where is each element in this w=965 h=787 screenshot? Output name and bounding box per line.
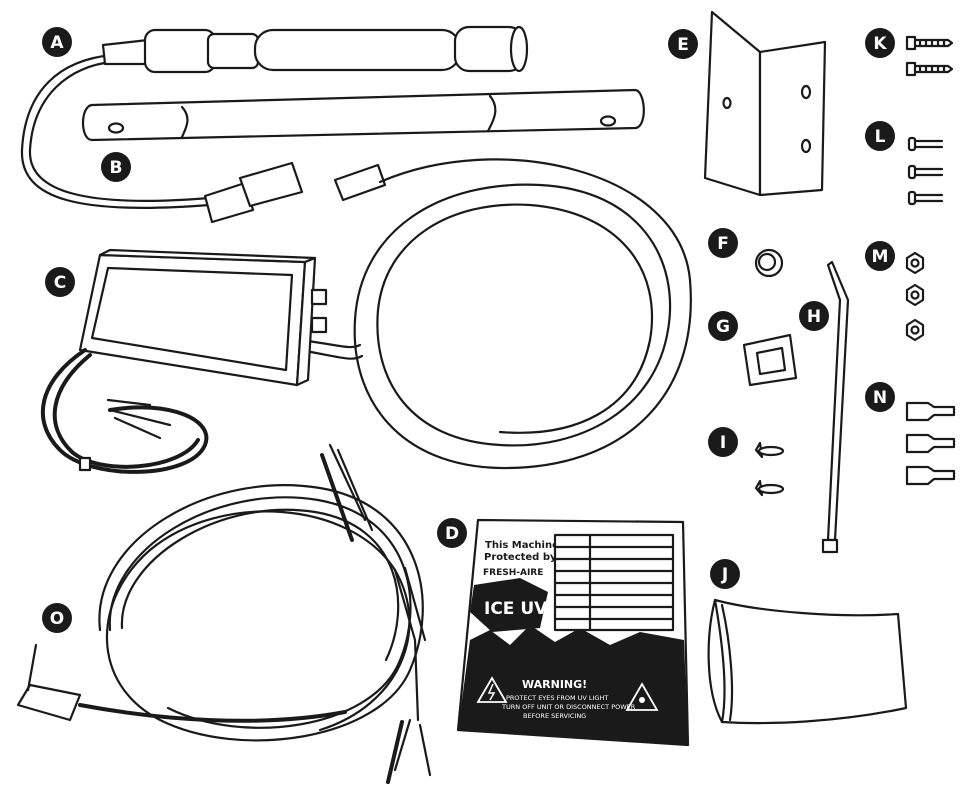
screws-part-k [905, 35, 954, 77]
warning-line-2: TURN OFF UNIT OR DISCONNECT POWER [501, 703, 636, 711]
callout-o: O [42, 603, 72, 633]
grommet-part-f [754, 248, 784, 278]
callout-g: G [708, 311, 738, 341]
svg-text:F: F [717, 234, 729, 254]
decal-table [553, 533, 675, 632]
svg-text:D: D [445, 524, 459, 544]
svg-text:M: M [872, 247, 889, 267]
svg-text:H: H [807, 307, 821, 327]
ballast-part-c [40, 158, 692, 474]
uv-lamp-part-a [20, 25, 529, 210]
tie-mount-part-g [742, 333, 798, 387]
crimp-connectors-part-n [905, 401, 956, 486]
sleeve-part-j [707, 598, 908, 725]
callout-m: M [865, 241, 895, 271]
warning-line-1: PROTECT EYES FROM UV LIGHT [506, 694, 608, 702]
callout-h: H [799, 301, 829, 331]
nuts-part-m [905, 251, 925, 342]
callout-l: L [865, 121, 895, 151]
callout-f: F [708, 228, 738, 258]
warning-line-3: BEFORE SERVICING [523, 712, 586, 720]
svg-text:C: C [54, 273, 66, 293]
push-rivets-part-i [754, 441, 785, 497]
screws-part-l [907, 136, 944, 206]
callout-b: B [101, 152, 131, 182]
uv-radiation-icon [625, 682, 659, 711]
callout-j: J [710, 559, 740, 589]
svg-text:G: G [716, 317, 730, 337]
decal-logo: ICE UV [484, 599, 548, 619]
svg-text:J: J [721, 565, 728, 585]
svg-text:N: N [873, 388, 887, 408]
callout-d: D [437, 518, 467, 548]
decal-line-1: This Machine [485, 540, 559, 551]
callout-n: N [865, 382, 895, 412]
cable-tie-part-h [821, 260, 850, 554]
decal-line-2: Protected by: [484, 552, 561, 563]
electrical-hazard-icon [476, 676, 508, 703]
warning-title: WARNING! [522, 678, 587, 691]
lamp-bracket-part-b [81, 88, 645, 142]
svg-text:B: B [110, 158, 123, 178]
callout-e: E [668, 29, 698, 59]
svg-text:A: A [50, 33, 64, 53]
quick-connectors [203, 161, 387, 224]
callout-k: K [865, 28, 895, 58]
svg-text:L: L [875, 127, 886, 147]
angle-bracket-part-e [703, 10, 827, 197]
callout-i: I [708, 427, 738, 457]
svg-text:E: E [677, 35, 689, 55]
warning-decal-part-d: This Machine Protected by: FRESH-AIRE IC… [456, 518, 690, 747]
callout-a: A [42, 27, 72, 57]
decal-brand: FRESH-AIRE [483, 568, 543, 578]
svg-text:K: K [873, 34, 887, 54]
wiring-harness-part-o [16, 443, 432, 784]
svg-text:O: O [50, 609, 64, 629]
callout-c: C [45, 267, 75, 297]
svg-text:I: I [720, 433, 726, 453]
